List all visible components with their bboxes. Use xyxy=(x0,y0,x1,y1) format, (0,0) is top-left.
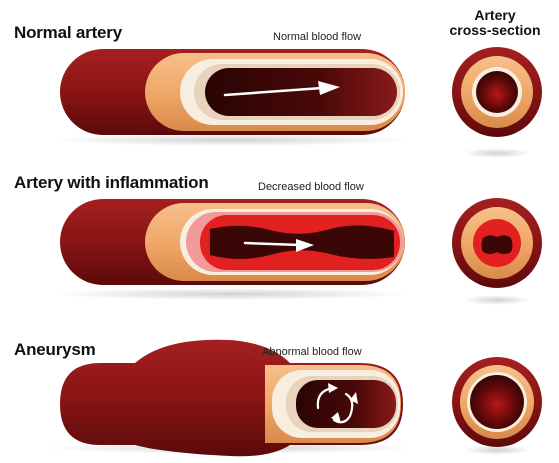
inflamed-flow-label: Decreased blood flow xyxy=(258,181,364,193)
inflamed-artery-illustration xyxy=(50,199,410,300)
normal-artery-title: Normal artery xyxy=(14,23,122,43)
aneurysm-flow-label: Abnormal blood flow xyxy=(262,346,362,358)
aneurysm-cross-section xyxy=(452,357,542,455)
cross-section-title-line1: Artery xyxy=(440,8,550,23)
inflamed-artery-title: Artery with inflammation xyxy=(14,173,209,193)
aneurysm-title: Aneurysm xyxy=(14,340,96,360)
inflamed-cross-section xyxy=(452,198,542,305)
normal-cross-section xyxy=(452,47,542,158)
cross-section-title-line2: cross-section xyxy=(440,23,550,38)
normal-flow-label: Normal blood flow xyxy=(273,31,361,43)
cross-section-title: Artery cross-section xyxy=(440,8,550,38)
normal-artery-illustration xyxy=(50,49,410,146)
